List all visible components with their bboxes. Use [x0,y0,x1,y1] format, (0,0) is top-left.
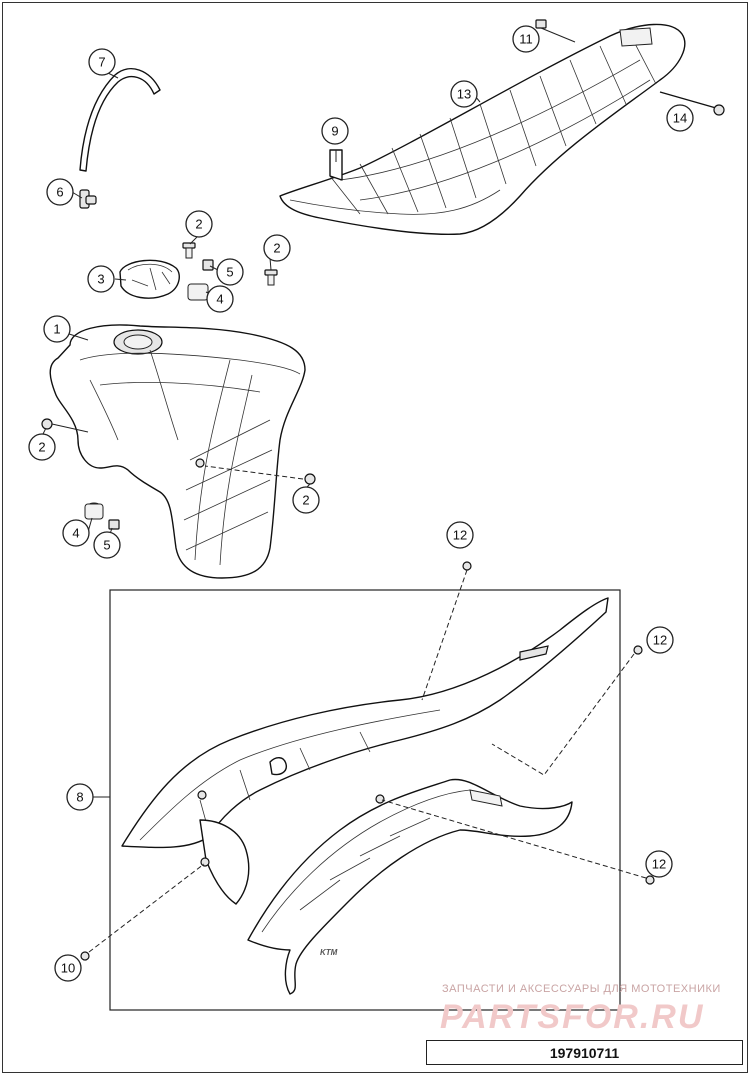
svg-text:12: 12 [653,633,667,648]
callout-2-tank-right: 2 [292,486,320,514]
fuel-cap [119,259,180,299]
radiator-shroud-right: KTM [247,778,573,995]
callout-5-bottom: 5 [93,531,121,559]
callout-2-cap-screw: 2 [185,210,213,238]
callout-9: 9 [321,117,349,145]
svg-text:10: 10 [61,961,75,976]
spoiler-left [121,597,609,905]
shroud-screws [80,561,655,961]
nut-bushing-top [187,259,214,301]
hose-fitting [79,189,97,209]
tank-fasteners [41,418,316,530]
callout-2-tank-left: 2 [28,433,56,461]
callout-12-right: 12 [646,626,674,654]
callout-6: 6 [46,178,74,206]
callout-2-right-screw: 2 [263,234,291,262]
callout-12-bottom: 12 [645,850,673,878]
document-number: 197910711 [549,1044,620,1061]
callout-14: 14 [666,104,694,132]
callout-12-top: 12 [446,521,474,549]
callout-11: 11 [512,25,540,53]
svg-text:5: 5 [103,538,110,553]
watermark-tagline: ЗАПЧАСТИ И АКСЕССУАРЫ ДЛЯ МОТОТЕХНИКИ [442,983,721,995]
watermark-brand: PARTSFOR.RU [440,998,705,1036]
svg-text:2: 2 [302,493,309,508]
svg-text:11: 11 [519,32,533,47]
svg-text:9: 9 [331,124,338,139]
seat-fasteners [535,19,725,116]
fuel-tank [49,324,306,579]
svg-text:7: 7 [98,55,105,70]
svg-text:2: 2 [273,241,280,256]
seat [279,23,686,235]
svg-text:4: 4 [72,526,79,541]
svg-text:2: 2 [195,217,202,232]
svg-text:12: 12 [652,857,666,872]
callout-3: 3 [87,265,115,293]
callout-8: 8 [66,783,94,811]
screw-set-top [182,242,278,286]
svg-text:1: 1 [53,322,60,337]
svg-text:3: 3 [97,272,104,287]
svg-text:12: 12 [453,528,467,543]
svg-text:5: 5 [226,265,233,280]
callout-5-top: 5 [216,258,244,286]
shroud-logo: KTM [320,948,338,957]
callout-10: 10 [54,954,82,982]
callout-4-bottom: 4 [62,519,90,547]
assembly-lines [88,465,647,953]
svg-text:6: 6 [56,185,63,200]
svg-text:13: 13 [457,87,471,102]
svg-text:14: 14 [673,111,687,126]
svg-text:8: 8 [76,790,83,805]
svg-text:4: 4 [216,292,223,307]
callout-4-top: 4 [206,285,234,313]
callout-1: 1 [43,315,71,343]
fuel-hose [79,68,161,172]
side-cover-frame [109,589,621,1011]
callout-13: 13 [450,80,478,108]
callout-7: 7 [88,48,116,76]
svg-text:2: 2 [38,440,45,455]
document-number-box: 197910711 [426,1040,743,1065]
